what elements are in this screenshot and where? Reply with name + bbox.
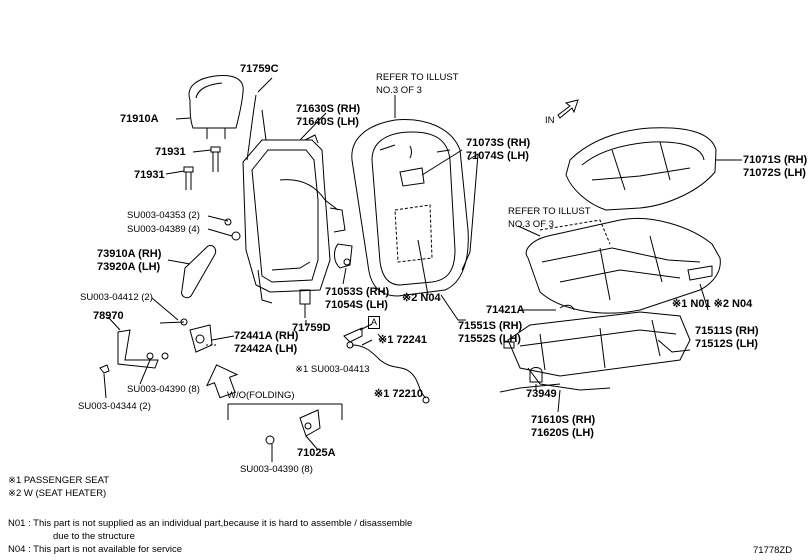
wo-folding-label: W/O(FOLDING) bbox=[227, 390, 295, 401]
part-label: 71053S (RH) bbox=[325, 286, 390, 298]
seat-cushion-drawing bbox=[526, 218, 720, 313]
part-label: 71073S (RH) bbox=[466, 137, 531, 149]
part-label: SU003-04353 (2) bbox=[127, 210, 200, 221]
note-n01-continued: due to the structure bbox=[53, 531, 135, 542]
legend-seat-heater: ※2 W (SEAT HEATER) bbox=[8, 488, 107, 499]
seat-frame-drawing bbox=[500, 305, 690, 392]
part-label: 71552S (LH) bbox=[458, 333, 521, 345]
part-label: ※2 N04 bbox=[402, 292, 441, 304]
part-label: SU003-04389 (4) bbox=[127, 224, 200, 235]
part-label: 71620S (LH) bbox=[531, 427, 594, 439]
seat-cushion-cover-drawing bbox=[566, 128, 716, 210]
part-label: 71071S (RH) bbox=[743, 154, 808, 166]
side-cover-drawing bbox=[168, 246, 216, 298]
part-label: ※1 72210 bbox=[374, 388, 423, 400]
part-label: SU003-04412 (2) bbox=[80, 292, 153, 303]
note-n01: N01 : This part is not supplied as an in… bbox=[8, 518, 413, 529]
diagram-id: 71778ZD bbox=[753, 545, 793, 556]
part-label: 71512S (LH) bbox=[695, 338, 758, 350]
part-label: SU003-04390 (8) bbox=[127, 384, 200, 395]
in-direction-arrow bbox=[558, 100, 578, 118]
part-label: 71025A bbox=[297, 447, 336, 459]
part-label: 71054S (LH) bbox=[325, 299, 388, 311]
refer-to-illust-note[interactable]: NO.3 OF 3 bbox=[508, 219, 554, 230]
part-label: 71551S (RH) bbox=[458, 320, 523, 332]
part-label: 71630S (RH) bbox=[296, 103, 361, 115]
part-label: 71421A bbox=[486, 304, 525, 316]
part-label: 71511S (RH) bbox=[695, 325, 759, 337]
direction-arrow-drawing bbox=[201, 359, 242, 400]
part-label: 71931 bbox=[134, 169, 165, 181]
refer-to-illust-note[interactable]: NO.3 OF 3 bbox=[376, 85, 422, 96]
legend-passenger-seat: ※1 PASSENGER SEAT bbox=[8, 475, 110, 486]
wo-folding-bracket bbox=[228, 404, 342, 462]
seatback-bracket-drawing bbox=[334, 244, 352, 268]
headrest-drawing bbox=[176, 76, 243, 139]
note-n04: N04 : This part is not available for ser… bbox=[8, 544, 183, 555]
part-label: 71910A bbox=[120, 113, 159, 125]
seatback-cushion-drawing bbox=[352, 120, 478, 296]
part-label: 72442A (LH) bbox=[234, 343, 298, 355]
refer-to-illust-note[interactable]: REFER TO ILLUST bbox=[508, 206, 591, 217]
part-label: 78970 bbox=[93, 310, 124, 322]
part-label: 71759D bbox=[292, 322, 331, 334]
part-label: SU003-04344 (2) bbox=[78, 401, 151, 412]
headrest-guide-drawing bbox=[166, 147, 220, 190]
part-label: ※1 SU003-04413 bbox=[295, 364, 370, 375]
part-label: 71759C bbox=[240, 63, 279, 75]
in-mark: IN bbox=[545, 115, 555, 126]
reference-box-a: A bbox=[368, 316, 380, 329]
refer-to-illust-note[interactable]: REFER TO ILLUST bbox=[376, 72, 459, 83]
part-label: SU003-04390 (8) bbox=[240, 464, 313, 475]
part-label: 71072S (LH) bbox=[743, 167, 806, 179]
part-label: 73920A (LH) bbox=[97, 261, 161, 273]
part-label: 73949 bbox=[526, 388, 557, 400]
part-label: 71640S (LH) bbox=[296, 116, 359, 128]
part-label: 71931 bbox=[155, 146, 186, 158]
recliner-drawing bbox=[100, 319, 218, 373]
part-label: 73910A (RH) bbox=[97, 248, 162, 260]
part-label: 71074S (LH) bbox=[466, 150, 529, 162]
part-label: ※1 N01 ※2 N04 bbox=[672, 298, 753, 310]
part-label: 72441A (RH) bbox=[234, 330, 299, 342]
part-label: ※1 72241 bbox=[378, 334, 427, 346]
cable-drawing bbox=[344, 324, 429, 403]
part-label: 71610S (RH) bbox=[531, 414, 596, 426]
seatback-frame-drawing bbox=[225, 95, 345, 318]
